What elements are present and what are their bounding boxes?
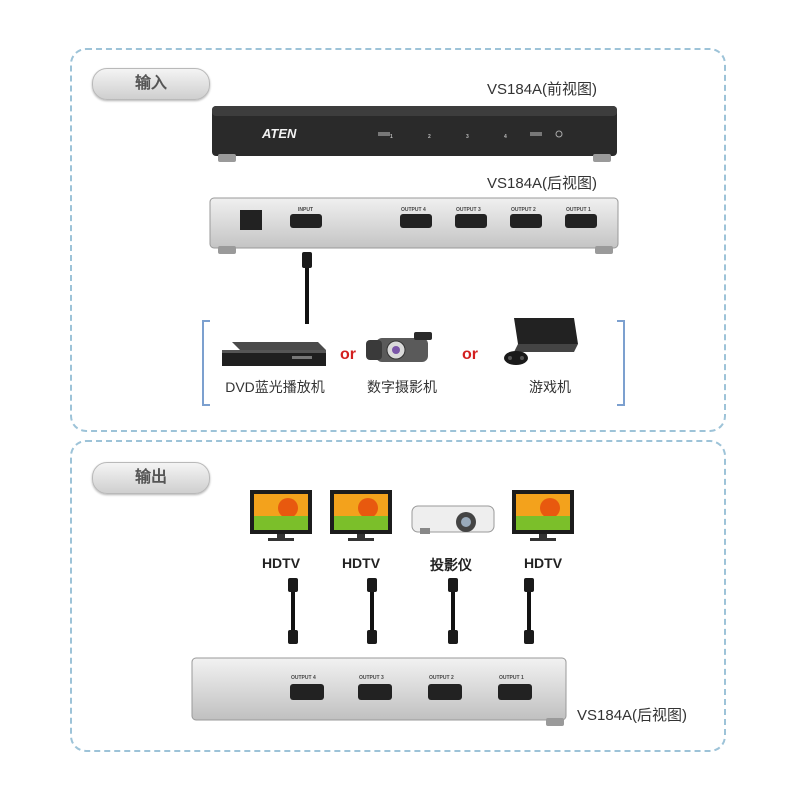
aten-logo: ATEN xyxy=(261,126,297,141)
switch-rear-view-output xyxy=(191,657,567,726)
rear-port-labels: INPUT OUTPUT 4 OUTPUT 3 OUTPUT 2 OUTPUT … xyxy=(298,207,591,213)
sources-bracket-right xyxy=(617,320,625,406)
sources-bracket-left xyxy=(202,320,210,406)
hdtv-icon xyxy=(250,490,312,541)
svg-text:ATEN: ATEN xyxy=(261,126,297,141)
display-label: HDTV xyxy=(261,555,301,571)
camcorder-icon xyxy=(366,332,432,362)
input-section-title: 输入 xyxy=(92,68,210,100)
dvd-player-icon xyxy=(222,342,326,366)
hdmi-cable-output xyxy=(448,578,458,644)
projector-icon xyxy=(411,505,495,534)
switch-front-view xyxy=(212,106,617,162)
port-label-input: INPUT xyxy=(298,207,313,213)
output-model-label: VS184A(后视图) xyxy=(577,707,688,724)
port-label-output-2: OUTPUT 2 xyxy=(511,207,536,213)
or-label: or xyxy=(462,346,478,363)
display-label: HDTV xyxy=(523,555,563,571)
hdmi-cable-output xyxy=(524,578,534,644)
port-label-output-4: OUTPUT 4 xyxy=(291,675,316,681)
input-panel xyxy=(70,48,726,432)
front-port-number: 3 xyxy=(466,134,469,140)
output-port-labels: OUTPUT 4 OUTPUT 3 OUTPUT 2 OUTPUT 1 xyxy=(291,675,524,681)
front-port-number: 4 xyxy=(504,134,507,140)
hdmi-cable-output xyxy=(367,578,377,644)
hdmi-cable-output xyxy=(288,578,298,644)
hdmi-cable-input xyxy=(302,252,312,324)
or-label: or xyxy=(340,346,356,363)
front-port-number: 2 xyxy=(428,134,431,140)
source-label-game-console: 游戏机 xyxy=(529,379,571,395)
port-label-output-1: OUTPUT 1 xyxy=(499,675,524,681)
front-port-number: 1 xyxy=(390,134,393,140)
port-label-output-3: OUTPUT 3 xyxy=(359,675,384,681)
output-panel xyxy=(70,440,726,752)
port-label-output-2: OUTPUT 2 xyxy=(429,675,454,681)
output-section-title: 输出 xyxy=(92,462,210,494)
port-label-output-1: OUTPUT 1 xyxy=(566,207,591,213)
rear-view-model-label: VS184A(后视图) xyxy=(487,175,598,192)
front-view-model-label: VS184A(前视图) xyxy=(487,81,598,98)
source-label-dvd: DVD蓝光播放机 xyxy=(225,379,325,395)
front-port-number-labels: 1 2 3 4 xyxy=(390,134,507,140)
game-console-icon xyxy=(504,318,578,365)
port-label-output-3: OUTPUT 3 xyxy=(456,207,481,213)
port-label-output-4: OUTPUT 4 xyxy=(401,207,426,213)
hdtv-icon xyxy=(512,490,574,541)
hdtv-icon xyxy=(330,490,392,541)
switch-rear-view xyxy=(209,197,619,254)
source-label-camcorder: 数字摄影机 xyxy=(367,379,437,395)
display-label: HDTV xyxy=(341,555,381,571)
display-label: 投影仪 xyxy=(430,557,472,573)
